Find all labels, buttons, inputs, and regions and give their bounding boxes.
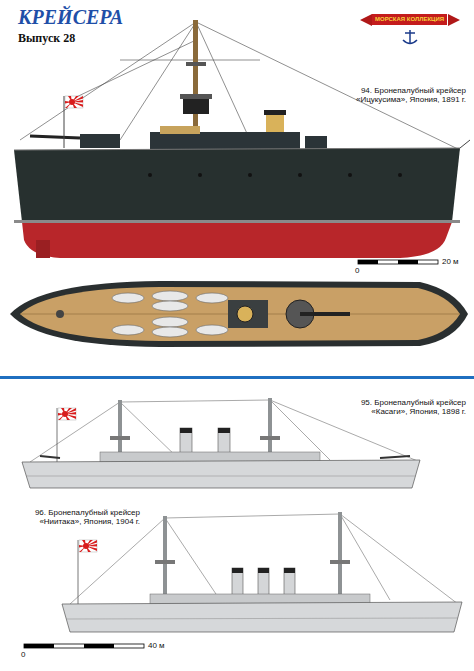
scale-bar bbox=[24, 644, 144, 648]
scale-number: 20 м bbox=[442, 257, 459, 266]
scale-number: 0 bbox=[21, 650, 25, 659]
divider-line bbox=[0, 376, 474, 379]
scale-number: 0 bbox=[355, 266, 359, 275]
banner-tail bbox=[360, 14, 460, 26]
logo-text: МОРСКАЯ КОЛЛЕКЦИЯ bbox=[372, 14, 447, 25]
issue-number: Выпуск 28 bbox=[18, 32, 75, 46]
scale-bar bbox=[358, 260, 438, 264]
ship-caption: 94. Бронепалубный крейсер «Ицукусима», Я… bbox=[330, 86, 466, 104]
itsukushima-side bbox=[14, 20, 470, 258]
niitaka-side bbox=[62, 512, 462, 632]
kasagi-side bbox=[22, 398, 420, 488]
scale-number: 40 м bbox=[148, 641, 165, 650]
ship-caption: 95. Бронепалубный крейсер «Касаги», Япон… bbox=[330, 398, 466, 416]
itsukushima-plan bbox=[10, 281, 468, 347]
ship-caption: 96. Бронепалубный крейсер «Ниитака», Япо… bbox=[20, 508, 140, 526]
page-title: КРЕЙСЕРА bbox=[18, 6, 123, 29]
anchor-emblem bbox=[403, 30, 417, 44]
